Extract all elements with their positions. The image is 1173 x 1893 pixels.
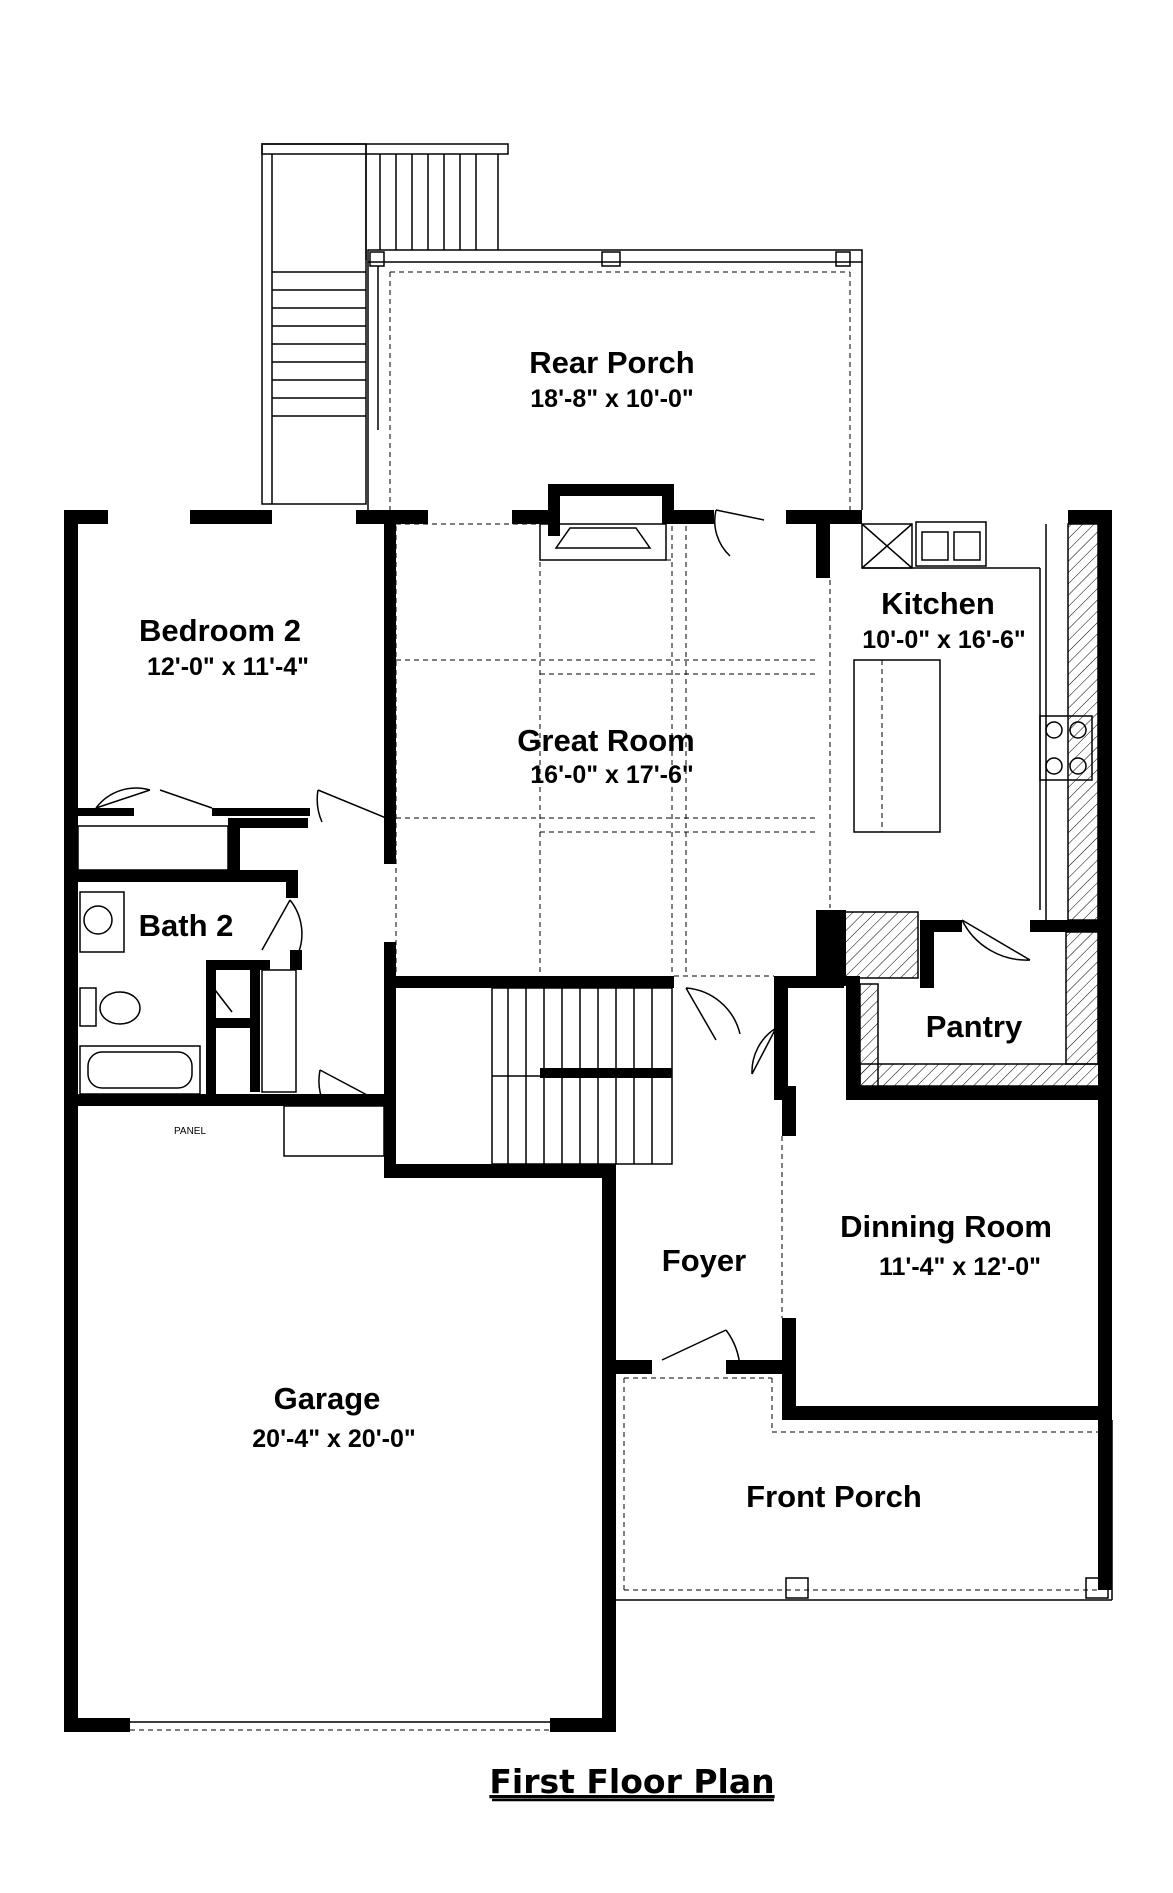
rear-porch-outline <box>367 249 863 510</box>
front-porch-name: Front Porch <box>746 1479 922 1514</box>
bedroom-2-name: Bedroom 2 <box>139 613 301 648</box>
rear-stairs <box>261 143 509 505</box>
garage-name: Garage <box>274 1381 381 1416</box>
pantry-name: Pantry <box>926 1009 1023 1044</box>
bedroom-2-dims: 12'-0" x 11'-4" <box>147 653 309 681</box>
foyer-name: Foyer <box>662 1243 746 1278</box>
exterior-walls <box>64 484 1112 1732</box>
dinning-room-name: Dinning Room <box>840 1209 1052 1244</box>
garage-dims: 20'-4" x 20'-0" <box>252 1425 415 1453</box>
great-room-name: Great Room <box>517 723 694 758</box>
panel-label: PANEL <box>174 1126 206 1137</box>
kitchen-fixtures <box>829 521 1099 979</box>
kitchen-dims: 10'-0" x 16'-6" <box>862 626 1025 654</box>
great-room-dims: 16'-0" x 17'-6" <box>530 761 693 789</box>
interior-stairs <box>491 987 673 1165</box>
front-porch-outline <box>616 1377 1113 1601</box>
kitchen-name: Kitchen <box>881 586 995 621</box>
bath-2-name: Bath 2 <box>139 908 234 943</box>
plan-title: First Floor Plan <box>489 1762 774 1801</box>
dinning-room-dims: 11'-4" x 12'-0" <box>879 1253 1041 1281</box>
rear-porch-dims: 18'-8" x 10'-0" <box>530 385 693 413</box>
bath-fixtures <box>79 891 201 1095</box>
fireplace <box>539 523 667 561</box>
doors <box>95 509 1031 1369</box>
interior-walls <box>77 510 1112 1420</box>
rear-porch-name: Rear Porch <box>529 345 694 380</box>
